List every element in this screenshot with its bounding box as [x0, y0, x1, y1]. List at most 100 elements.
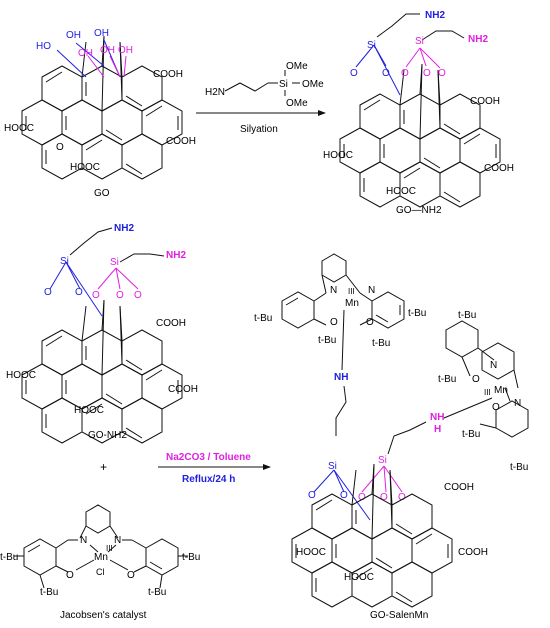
- jac-tbu-4: t-Bu: [148, 587, 166, 598]
- gonh2-mid-o-1: O: [44, 287, 52, 298]
- go-cooh-right-bottom: COOH: [166, 136, 196, 147]
- go-oh-5: OH: [100, 45, 115, 56]
- gs-mn-2: Mn: [494, 385, 508, 396]
- coupling-condition-1: Na2CO3 / Toluene: [166, 452, 251, 463]
- gonh2-top-si-a: Si: [367, 40, 376, 51]
- gs-nh-magenta: NH: [430, 412, 444, 423]
- gonh2-mid-si-a: Si: [60, 256, 69, 267]
- gonh2-top-caption: GO—NH2: [396, 205, 442, 216]
- gs-nh-blue: NH: [334, 372, 348, 383]
- gs-cooh-right-bottom: COOH: [458, 547, 488, 558]
- go-oh-4: OH: [78, 48, 93, 59]
- go-salenmn-molecule: t-Bu t-Bu t-Bu t-Bu N N Mn III O O t-Bu …: [254, 253, 529, 621]
- coupling-step: Na2CO3 / Toluene Reflux/24 h: [158, 452, 271, 485]
- gs-o-4: O: [492, 402, 500, 413]
- gonh2-mid-cooh-left: HOOC: [6, 370, 36, 381]
- gs-tbu-3: t-Bu: [408, 308, 426, 319]
- go-cooh-bottom: HOOC: [70, 162, 100, 173]
- go-oh-3: OH: [94, 28, 109, 39]
- gs-tbu-8: t-Bu: [510, 462, 528, 473]
- go-cooh-left: HOOC: [4, 123, 34, 134]
- go-salenmn-caption: GO-SalenMn: [370, 610, 428, 621]
- go-nh2-top-molecule: Si Si NH2 NH2 O O O O O HOOC COOH COOH H…: [323, 10, 514, 216]
- gs-si-a: Si: [328, 461, 337, 472]
- go-oh-6: OH: [118, 45, 133, 56]
- gonh2-top-cooh-bottom: HOOC: [386, 186, 416, 197]
- go-nh2-mid-molecule: Si Si NH2 NH2 O O O O O HOOC COOH COOH H…: [6, 223, 198, 444]
- jac-o-2: O: [127, 570, 135, 581]
- go-cooh-right-top: COOH: [153, 69, 183, 80]
- gonh2-top-o-2: O: [382, 68, 390, 79]
- reagent-ome-3: OMe: [286, 98, 308, 109]
- gonh2-mid-nh2-a: NH2: [114, 223, 134, 234]
- jac-n-2: N: [114, 535, 121, 546]
- gs-tbu-5: t-Bu: [438, 374, 456, 385]
- gonh2-mid-o-3: O: [92, 290, 100, 301]
- gs-mn-1: Mn: [345, 298, 359, 309]
- gonh2-mid-caption: GO-NH2: [88, 430, 127, 441]
- coupling-condition-2: Reflux/24 h: [182, 474, 235, 485]
- jac-n-1: N: [80, 535, 87, 546]
- gs-tbu-7: t-Bu: [462, 429, 480, 440]
- jac-tbu-1: t-Bu: [0, 552, 18, 563]
- gs-o-2: O: [366, 317, 374, 328]
- gs-o-6: O: [340, 490, 348, 501]
- gs-ox-2: III: [484, 388, 491, 397]
- gonh2-top-o-4: O: [423, 68, 431, 79]
- gs-o-5: O: [308, 490, 316, 501]
- go-caption: GO: [94, 188, 110, 199]
- gs-n-1: N: [330, 285, 337, 296]
- silylation-condition: Silyation: [240, 124, 278, 135]
- gonh2-top-si-b: Si: [415, 36, 424, 47]
- silylation-step: H2N Si OMe OMe OMe Silyation: [196, 61, 326, 135]
- gonh2-top-cooh-left: HOOC: [323, 150, 353, 161]
- gs-h: H: [434, 424, 441, 435]
- gs-o-9: O: [398, 492, 406, 503]
- jac-tbu-3: t-Bu: [40, 587, 58, 598]
- gs-o-3: O: [472, 374, 480, 385]
- reagent-ome-1: OMe: [286, 61, 308, 72]
- gonh2-mid-cooh-right-top: COOH: [156, 318, 186, 329]
- go-oh-2: OH: [66, 30, 81, 41]
- gs-ox-1: III: [348, 287, 355, 296]
- jac-tbu-2: t-Bu: [182, 552, 200, 563]
- gonh2-top-nh2-b: NH2: [468, 34, 488, 45]
- gonh2-mid-cooh-bottom: HOOC: [74, 405, 104, 416]
- gs-n-2: N: [368, 285, 375, 296]
- gs-tbu-6: t-Bu: [458, 310, 476, 321]
- gonh2-mid-cooh-right-bottom: COOH: [168, 384, 198, 395]
- jac-ox: III: [106, 544, 113, 553]
- gonh2-top-o-5: O: [438, 68, 446, 79]
- gs-o-1: O: [330, 317, 338, 328]
- plus-sign: +: [100, 460, 107, 474]
- gs-cooh-right-top: COOH: [444, 482, 474, 493]
- gonh2-top-o-3: O: [401, 68, 409, 79]
- go-molecule: HO OH OH OH OH OH HOOC COOH COOH HOOC O …: [4, 28, 196, 199]
- gonh2-mid-o-4: O: [116, 290, 124, 301]
- gs-tbu-4: t-Bu: [372, 338, 390, 349]
- gonh2-top-o-1: O: [350, 68, 358, 79]
- gs-cooh-bottom: HOOC: [344, 572, 374, 583]
- gs-o-8: O: [380, 492, 388, 503]
- jacobsen-molecule: t-Bu t-Bu t-Bu t-Bu N N Mn III O O Cl Ja…: [0, 504, 200, 621]
- jac-cl: Cl: [96, 567, 105, 577]
- gs-n-4: N: [514, 398, 521, 409]
- gs-o-7: O: [358, 492, 366, 503]
- gonh2-mid-o-5: O: [134, 290, 142, 301]
- gs-cooh-left: HOOC: [296, 547, 326, 558]
- reagent-si: Si: [279, 79, 288, 90]
- go-oh-1: HO: [36, 41, 51, 52]
- reagent-h2n: H2N: [205, 87, 225, 98]
- go-epoxide-o: O: [56, 142, 64, 153]
- gs-n-3: N: [490, 360, 497, 371]
- gonh2-top-cooh-right-bottom: COOH: [484, 163, 514, 174]
- gonh2-top-nh2-a: NH2: [425, 10, 445, 21]
- gonh2-mid-nh2-b: NH2: [166, 250, 186, 261]
- gonh2-mid-o-2: O: [75, 287, 83, 298]
- gonh2-mid-si-b: Si: [110, 257, 119, 268]
- gonh2-top-cooh-right-top: COOH: [470, 96, 500, 107]
- gs-si-b: Si: [378, 455, 387, 466]
- jac-o-1: O: [66, 570, 74, 581]
- jacobsen-caption: Jacobsen's catalyst: [60, 610, 147, 621]
